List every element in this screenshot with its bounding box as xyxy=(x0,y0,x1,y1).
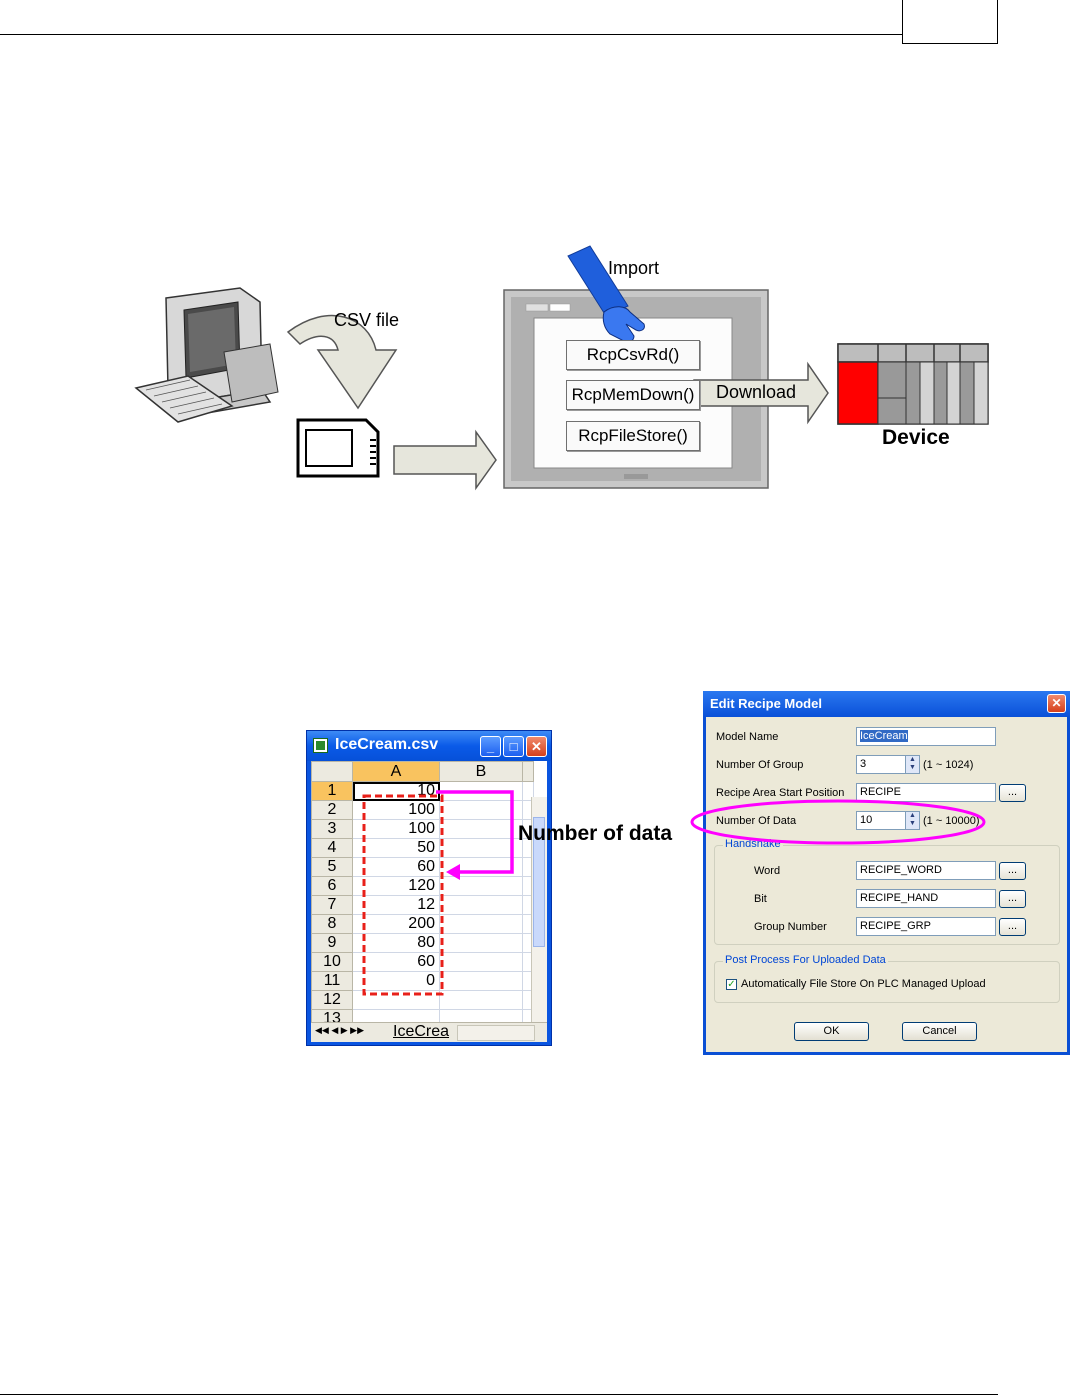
recipe-import-diagram: CSV file Import RcpCsvRd() RcpMemDown() … xyxy=(128,240,992,496)
close-button[interactable]: ✕ xyxy=(526,736,547,757)
row-header[interactable]: 2 xyxy=(312,801,353,820)
number-of-group-range: (1 ~ 1024) xyxy=(923,759,973,771)
row-header[interactable]: 5 xyxy=(312,858,353,877)
csv-file-label: CSV file xyxy=(334,310,399,331)
rcpcsvrd-button[interactable]: RcpCsvRd() xyxy=(566,340,700,370)
rcpmemdown-button[interactable]: RcpMemDown() xyxy=(566,380,700,410)
row-header[interactable]: 10 xyxy=(312,953,353,972)
column-header-b[interactable]: B xyxy=(440,762,523,782)
word-label: Word xyxy=(754,865,780,877)
download-label: Download xyxy=(716,382,796,403)
column-header-c[interactable] xyxy=(523,762,534,782)
column-header-a[interactable]: A xyxy=(353,762,440,782)
row-header[interactable]: 8 xyxy=(312,915,353,934)
auto-file-store-checkbox[interactable]: ✓ xyxy=(726,979,737,990)
row-header[interactable]: 4 xyxy=(312,839,353,858)
data-range-dashed-box xyxy=(364,796,442,994)
row-header[interactable]: 11 xyxy=(312,972,353,991)
row-header[interactable]: 12 xyxy=(312,991,353,1010)
row-header[interactable]: 6 xyxy=(312,877,353,896)
column-header-row: A B xyxy=(312,762,534,782)
dialog-close-button[interactable]: ✕ xyxy=(1047,694,1066,713)
number-of-data-highlight-ellipse xyxy=(692,801,984,843)
group-number-label: Group Number xyxy=(754,921,827,933)
page-number-box xyxy=(902,0,998,44)
dialog-title: Edit Recipe Model xyxy=(710,696,822,711)
magenta-arrow xyxy=(436,792,512,872)
rcpfilestore-button[interactable]: RcpFileStore() xyxy=(566,421,700,451)
sd-card-icon xyxy=(298,420,378,476)
header-rule xyxy=(0,34,902,35)
group-number-field[interactable]: RECIPE_GRP xyxy=(856,917,996,936)
edit-recipe-model-dialog: Edit Recipe Model ✕ Model Name IceCream … xyxy=(703,691,1070,1055)
maximize-button[interactable]: □ xyxy=(503,736,524,757)
bit-label: Bit xyxy=(754,893,767,905)
footer-rule xyxy=(0,1394,998,1395)
number-of-data-callout: Number of data xyxy=(518,822,672,846)
excel-file-icon xyxy=(313,738,328,753)
dialog-body: Model Name IceCream Number Of Group 3 ▲▼… xyxy=(706,717,1067,1052)
spreadsheet-titlebar[interactable]: IceCream.csv _ □ ✕ xyxy=(307,731,551,761)
word-field[interactable]: RECIPE_WORD xyxy=(856,861,996,880)
number-of-group-label: Number Of Group xyxy=(716,759,803,771)
bit-browse-button[interactable]: ... xyxy=(999,890,1026,908)
row-header[interactable]: 3 xyxy=(312,820,353,839)
row-header[interactable]: 9 xyxy=(312,934,353,953)
post-process-title: Post Process For Uploaded Data xyxy=(723,954,888,966)
model-name-value: IceCream xyxy=(860,730,908,742)
horizontal-scrollbar[interactable] xyxy=(457,1025,535,1041)
start-position-browse-button[interactable]: ... xyxy=(999,784,1026,802)
device-icon xyxy=(838,344,988,424)
row-header[interactable]: 1 xyxy=(312,782,353,801)
spreadsheet-title: IceCream.csv xyxy=(335,736,438,754)
sheet-tab-bar: ◀◀ ◀ ▶ ▶▶ IceCrea xyxy=(311,1022,547,1042)
cancel-button[interactable]: Cancel xyxy=(902,1022,977,1041)
corner-cell[interactable] xyxy=(312,762,353,782)
row-header[interactable]: 7 xyxy=(312,896,353,915)
word-browse-button[interactable]: ... xyxy=(999,862,1026,880)
highlight-overlay xyxy=(688,796,988,848)
import-label: Import xyxy=(608,258,659,279)
model-name-label: Model Name xyxy=(716,731,778,743)
sheet-tab[interactable]: IceCrea xyxy=(393,1023,449,1041)
bit-field[interactable]: RECIPE_HAND xyxy=(856,889,996,908)
dialog-titlebar[interactable]: Edit Recipe Model ✕ xyxy=(703,691,1070,717)
device-label: Device xyxy=(882,426,950,450)
sheet-nav-icons[interactable]: ◀◀ ◀ ▶ ▶▶ xyxy=(315,1025,364,1036)
computer-icon xyxy=(136,288,278,422)
auto-file-store-label: Automatically File Store On PLC Managed … xyxy=(741,978,986,990)
diagram-graphics xyxy=(128,240,992,496)
number-of-group-spinner[interactable]: ▲▼ xyxy=(906,755,920,774)
minimize-button[interactable]: _ xyxy=(480,736,501,757)
ok-button[interactable]: OK xyxy=(794,1022,869,1041)
arrow-to-panel xyxy=(394,432,496,488)
number-of-group-field[interactable]: 3 xyxy=(856,755,906,774)
model-name-field[interactable]: IceCream xyxy=(856,727,996,746)
group-number-browse-button[interactable]: ... xyxy=(999,918,1026,936)
annotation-overlay xyxy=(350,780,520,1000)
